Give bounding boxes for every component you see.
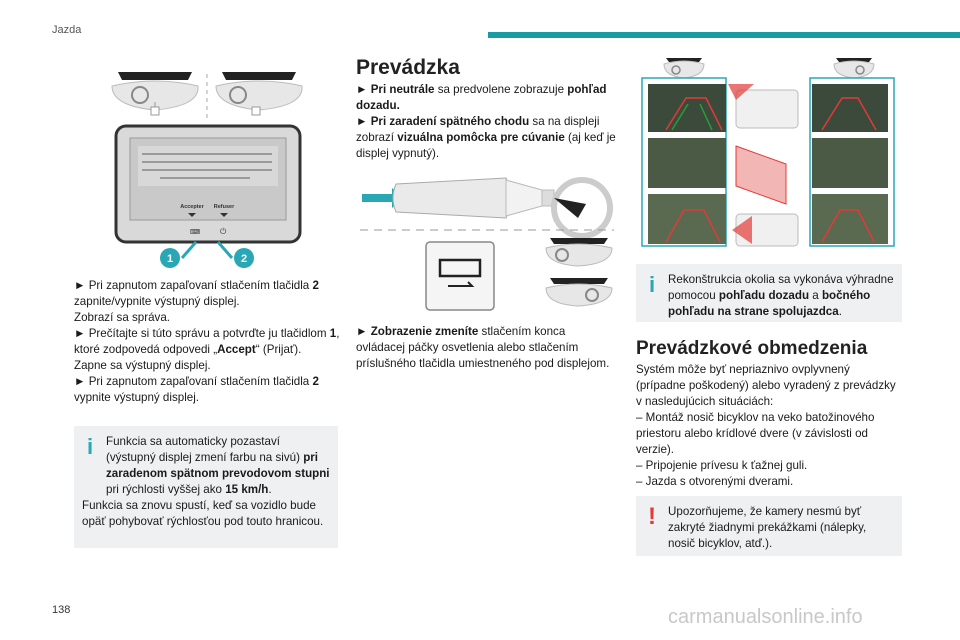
column-2-text: ► Zobrazenie zmeníte stlačením konca ovl… <box>356 325 610 370</box>
page-number: 138 <box>52 604 71 616</box>
header-accent-bar <box>488 32 960 38</box>
rear-view-mirror-icon <box>545 238 613 267</box>
rear-view-mirror-icon <box>111 72 199 116</box>
figure-camera-views <box>641 58 895 247</box>
column-1-text: ► Pri zapnutom zapaľovaní stlačením tlač… <box>74 278 340 406</box>
rear-view-mirror-icon <box>545 278 613 307</box>
list-item: – Jazda s otvorenými dverami. <box>636 475 794 488</box>
svg-text:2: 2 <box>241 253 247 265</box>
info-icon: i <box>86 434 94 459</box>
list-item: – Montáž nosič bicyklov na veko batožino… <box>636 411 875 456</box>
info-note-1: i Funkcia sa automaticky pozastaví (výst… <box>74 426 338 548</box>
svg-text:1: 1 <box>167 253 173 265</box>
rear-display-unit: Accepter Refuser ⌨ ⏻ <box>114 124 302 244</box>
paragraph: Zapne sa výstupný displej. <box>74 359 211 372</box>
paragraph: ► Pri zapnutom zapaľovaní stlačením tlač… <box>74 279 319 308</box>
info-note-2: i Rekonštrukcia okolia sa vykonáva výhra… <box>636 264 902 322</box>
rear-view-mirror-icon <box>833 58 875 79</box>
lighting-stalk <box>392 177 555 219</box>
section-title: Jazda <box>52 24 82 36</box>
warning-note: ! Upozorňujeme, že kamery nesmú byť zakr… <box>636 496 902 556</box>
callout-button-1: 1 <box>160 241 198 268</box>
steering-wheel-icon <box>551 177 613 239</box>
screen-accept-label: Accepter <box>180 204 204 210</box>
list-item: – Pripojenie prívesu k ťažnej guli. <box>636 459 808 472</box>
svg-text:⌨: ⌨ <box>190 228 200 236</box>
screen-refuse-label: Refuser <box>214 204 235 210</box>
callout-button-2: 2 <box>216 241 254 268</box>
vehicle-camera-zones <box>728 84 799 247</box>
paragraph: ► Pri zapnutom zapaľovaní stlačením tlač… <box>74 375 319 404</box>
rear-view-mirror-icon <box>663 58 705 79</box>
figure-lighting-stalk <box>360 177 614 311</box>
section-heading-prevadzka: Prevádzka <box>356 56 460 79</box>
rear-view-mirror-icon <box>215 72 303 116</box>
section-heading-obmedzenia: Prevádzkové obmedzenia <box>636 338 868 359</box>
warning-icon: ! <box>648 503 656 530</box>
paragraph: Zobrazí sa správa. <box>74 311 171 324</box>
info-icon: i <box>648 272 656 297</box>
figure-display-mirrors: Accepter Refuser ⌨ ⏻ 1 2 <box>111 72 303 268</box>
svg-text:⏻: ⏻ <box>220 227 227 236</box>
column-2-intro: ► Pri neutrále sa predvolene zobrazuje p… <box>356 83 616 160</box>
watermark: carmanualsonline.info <box>668 606 863 628</box>
camera-view-button-icon[interactable] <box>425 241 495 311</box>
camera-view-screens-left <box>648 84 726 244</box>
column-3-text: Systém môže byť nepriaznivo ovplyvnený (… <box>636 362 902 490</box>
paragraph: ► Prečítajte si túto správu a potvrďte j… <box>74 327 340 356</box>
camera-view-screens-right <box>812 84 888 244</box>
